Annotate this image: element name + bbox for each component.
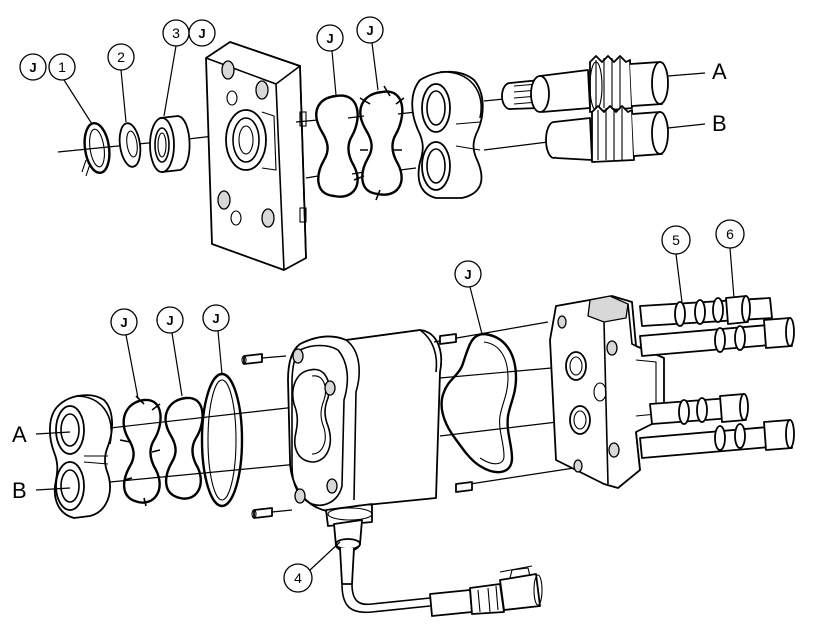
callout-j-backup-ring: J: [110, 308, 138, 336]
svg-text:J: J: [29, 60, 36, 75]
axis-bottom-long: [469, 467, 575, 485]
callout-j-3: J: [188, 19, 216, 47]
leader-j-gasket-2: [371, 42, 379, 91]
figure-eight-seal-bottom: [164, 396, 204, 500]
leader-5: [675, 253, 683, 303]
driven-gear: [545, 105, 669, 163]
lip-seal: [149, 115, 191, 173]
svg-text:J: J: [464, 267, 471, 282]
oval-seal: [200, 372, 244, 508]
bolt-3: [649, 393, 749, 425]
drive-gear-shaft: [501, 55, 669, 113]
dowel-pin-right-upper: [439, 333, 457, 345]
leader-2: [120, 69, 127, 123]
svg-text:2: 2: [117, 49, 125, 65]
svg-text:5: 5: [672, 232, 680, 248]
leader-bottom-b: [35, 487, 71, 491]
leader-j-large-seal: [469, 286, 483, 335]
top-axis-b-2: [351, 171, 365, 175]
callout-4: 4: [283, 563, 313, 593]
pin-axis-lower: [271, 509, 293, 513]
svg-text:J: J: [120, 315, 127, 330]
figure-eight-seal-top-1: [315, 94, 359, 198]
retaining-ring: [81, 121, 111, 177]
callout-6: 6: [715, 219, 745, 249]
svg-text:J: J: [366, 23, 373, 38]
leader-4: [309, 541, 341, 571]
cover-plate: [205, 41, 307, 271]
top-axis-b-4: [483, 141, 549, 151]
callout-j-oval-seal: J: [202, 304, 230, 332]
bearing-block-top: [411, 70, 484, 199]
svg-text:1: 1: [58, 59, 66, 75]
svg-text:J: J: [198, 26, 205, 41]
pump-housing: [287, 329, 442, 527]
label-top-a: A: [712, 59, 727, 84]
callout-j-figure-eight: J: [156, 306, 184, 334]
rear-cover: [549, 295, 665, 489]
callout-3: 3: [162, 19, 190, 47]
leader-j-oval-seal: [217, 330, 223, 375]
leader-1: [63, 79, 93, 125]
dowel-pin-lower: [251, 507, 273, 519]
sensor-connector: [429, 565, 543, 617]
callout-5: 5: [661, 225, 691, 255]
top-axis-a-4: [483, 98, 505, 102]
leader-3: [163, 45, 177, 117]
callout-j-1: J: [19, 53, 47, 81]
bolt-2: [639, 317, 795, 357]
callout-j-gasket-2: J: [356, 16, 384, 44]
callout-2: 2: [107, 43, 135, 71]
label-bottom-b: B: [12, 478, 27, 503]
leader-j-backup-ring: [125, 334, 139, 399]
backup-ring-bottom: [119, 395, 162, 507]
svg-text:6: 6: [726, 226, 734, 242]
leader-6: [729, 247, 735, 299]
top-axis-b-3: [399, 167, 417, 171]
callout-j-gasket-1: J: [316, 24, 344, 52]
callout-j-large-seal: J: [454, 260, 482, 288]
svg-text:J: J: [326, 31, 333, 46]
svg-text:J: J: [166, 313, 173, 328]
pin-axis-upper: [261, 355, 287, 359]
label-bottom-a: A: [12, 422, 27, 447]
large-seal-ring: [440, 332, 518, 474]
bolt-1: [639, 295, 773, 327]
leader-bottom-a: [35, 431, 71, 435]
dowel-pin-upper: [241, 353, 263, 365]
washer: [118, 122, 142, 168]
backup-ring-top: [353, 85, 405, 201]
callout-1: 1: [48, 53, 76, 81]
axis-b-long: [439, 419, 575, 437]
leader-top-b: [667, 123, 706, 129]
bearing-block-bottom: [49, 394, 113, 519]
top-axis-b-1: [305, 175, 319, 179]
leader-j-figure-eight: [171, 332, 183, 397]
svg-text:3: 3: [172, 25, 180, 41]
label-top-b: B: [712, 111, 727, 136]
top-axis-a-1: [295, 119, 319, 123]
top-axis-a-2: [347, 115, 365, 119]
speed-sensor: [333, 519, 431, 614]
leader-top-a: [667, 72, 706, 77]
dowel-pin-right-lower: [455, 481, 473, 493]
svg-text:J: J: [212, 311, 219, 326]
bolt-4: [639, 419, 795, 459]
svg-text:4: 4: [294, 570, 302, 586]
leader-j-gasket-1: [331, 50, 337, 96]
